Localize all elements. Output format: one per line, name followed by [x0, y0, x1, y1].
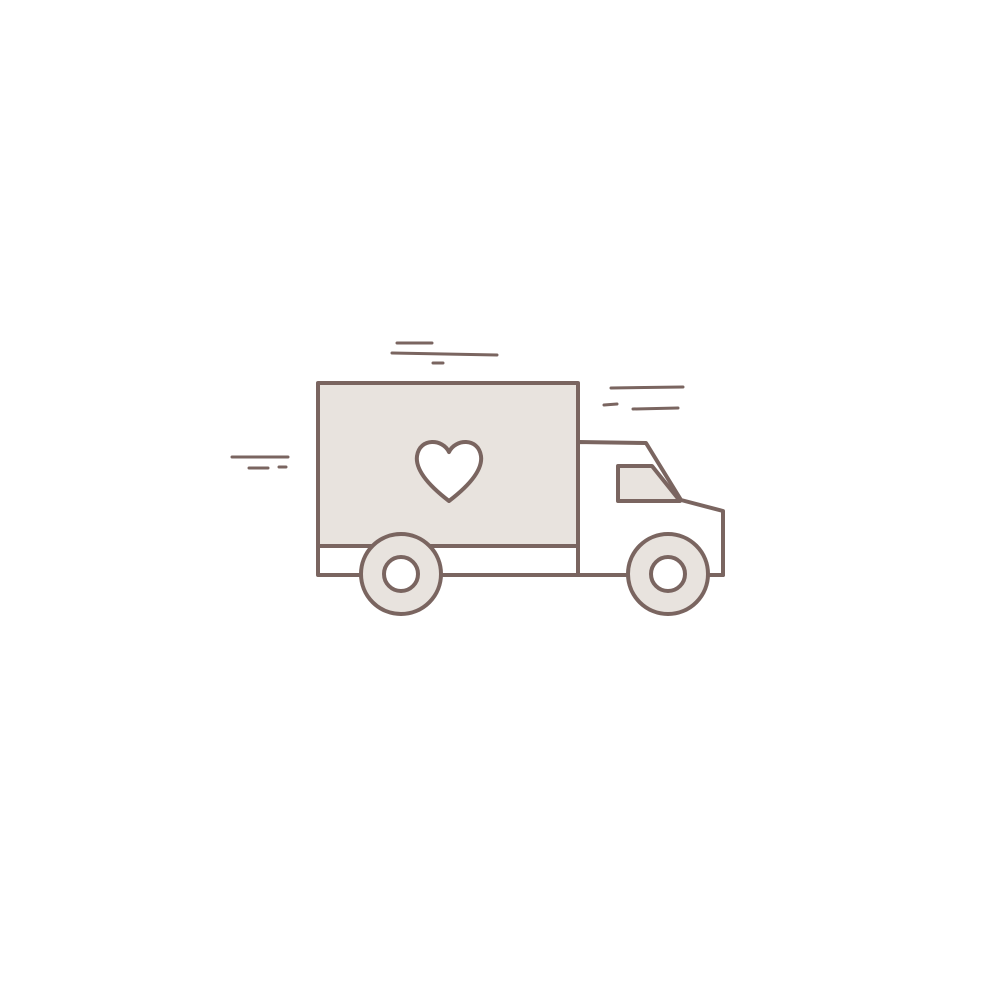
front-wheel-icon: [626, 532, 710, 616]
heart-icon: [414, 440, 484, 503]
speed-lines-icon: [230, 341, 685, 470]
cab-window: [616, 464, 682, 503]
rear-wheel-icon: [359, 532, 443, 616]
